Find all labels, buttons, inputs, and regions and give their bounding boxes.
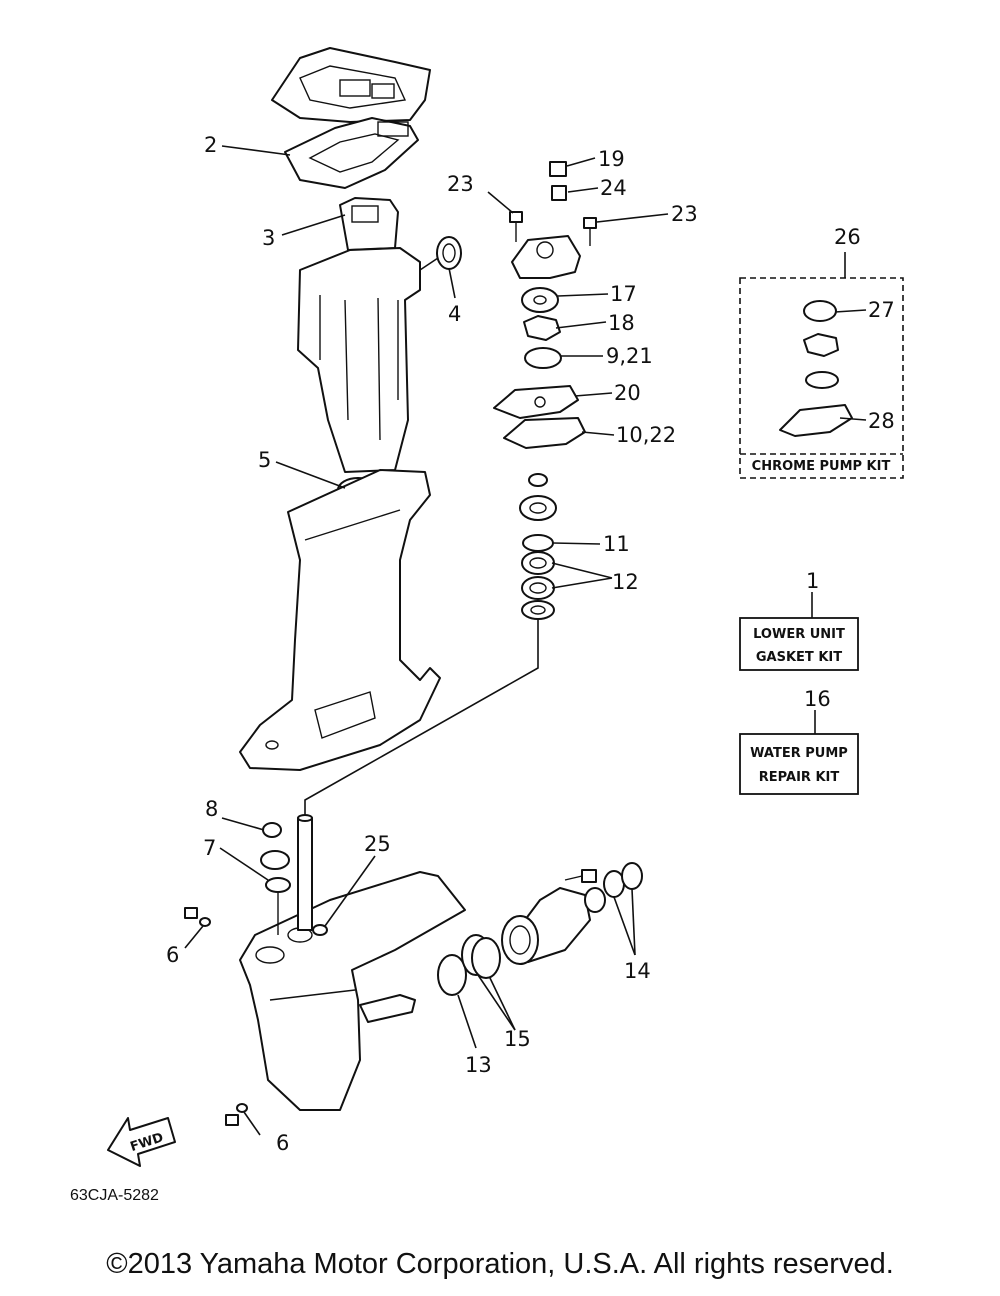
gasket-part-10-22 [503,417,586,449]
water-pump-kit-line1: WATER PUMP [750,746,848,761]
bolt-part-23-left [509,211,523,242]
callout-20: 20 [614,381,641,405]
callout-26: 26 [834,225,861,249]
callout-9-21: 9,21 [606,344,653,368]
screw-part-6-upper [184,907,211,927]
callout-19: 19 [598,147,625,171]
callout-25: 25 [364,832,391,856]
callout-17: 17 [610,282,637,306]
upper-mount-plate [271,47,431,123]
needle-bearing [584,887,606,913]
callout-16: 16 [804,687,831,711]
lower-unit-kit-line2: GASKET KIT [756,650,842,665]
bearing-part-12 [521,551,555,600]
washer-part [521,600,555,620]
bearing-housing-part [519,495,557,521]
water-pump-repair-kit-box: WATER PUMP REPAIR KIT [739,710,859,795]
upper-casing [297,247,421,473]
chrome-pump-kit-box: CHROME PUMP KIT [739,252,904,479]
lower-casing [239,871,466,1111]
callout-27: 27 [868,298,895,322]
insert-cartridge-part-17 [521,287,559,313]
o-ring-part-15 [461,934,501,979]
diagram-reference-code: 63CJA-5282 [70,1187,159,1204]
callout-10-22: 10,22 [616,423,676,447]
oil-seal-part-14 [603,862,643,898]
callout-4: 4 [448,302,461,326]
callout-numbers: 2 3 4 5 23 19 24 23 17 18 9,21 20 10,22 … [166,133,895,1155]
callout-2: 2 [204,133,217,157]
callout-23-left: 23 [447,172,474,196]
exhaust-guide-part-3 [339,197,399,251]
outer-plate-part-20 [493,385,579,419]
callout-7: 7 [203,836,216,860]
callout-24: 24 [600,176,627,200]
callout-3: 3 [262,226,275,250]
callout-6-upper: 6 [166,943,179,967]
seal-part-7 [260,850,291,935]
callout-23-right: 23 [671,202,698,226]
bolt-part-23-right [583,217,597,246]
pin-part-25 [312,924,328,936]
lower-unit-kit-line1: LOWER UNIT [753,627,845,642]
bolt-housing [564,869,597,883]
fwd-arrow-icon: FWD [107,1117,176,1167]
gasket-part-2 [284,117,419,189]
pump-housing-cover [511,235,581,279]
water-pump-kit-line2: REPAIR KIT [759,770,840,785]
leader-lines [184,145,669,1136]
drive-shaft [297,814,313,931]
callout-14: 14 [624,959,651,983]
callout-8: 8 [205,797,218,821]
callout-18: 18 [608,311,635,335]
collar-part [528,473,548,487]
callout-13: 13 [465,1053,492,1077]
callout-12: 12 [612,570,639,594]
copyright-notice: ©2013 Yamaha Motor Corporation, U.S.A. A… [106,1248,894,1280]
callout-11: 11 [603,532,630,556]
drive-shaft-guide-line [304,620,539,820]
callout-6-lower: 6 [276,1131,289,1155]
callout-28: 28 [868,409,895,433]
oil-seal-part-4 [436,236,462,270]
callout-15: 15 [504,1027,531,1051]
lower-unit-gasket-kit-box: LOWER UNIT GASKET KIT [739,592,859,671]
o-ring-part-13 [437,954,467,996]
bolt-part-19 [549,161,567,177]
nut-part-8 [262,822,282,838]
callout-1: 1 [806,569,819,593]
drive-shaft-housing [239,469,441,771]
o-ring-part-11 [522,534,554,552]
screw-part-6-lower [225,1103,248,1126]
callout-5: 5 [258,448,271,472]
chrome-pump-kit-label: CHROME PUMP KIT [752,459,891,474]
grommet-part-24 [551,185,567,201]
gasket-part-9-21 [524,347,562,369]
propeller-shaft-housing [501,887,591,965]
impeller-part-18 [523,315,561,341]
